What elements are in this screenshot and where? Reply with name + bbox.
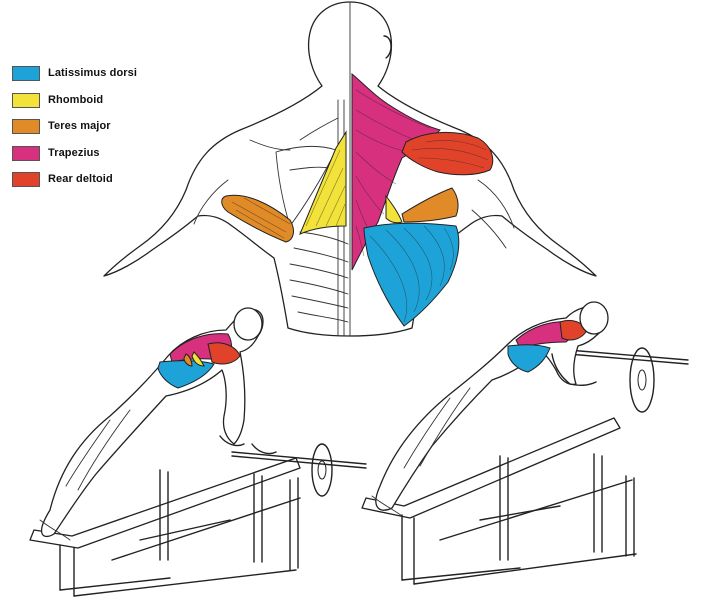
legend-swatch-trapezius (12, 146, 40, 161)
legend-label-latissimus: Latissimus dorsi (48, 67, 138, 79)
deltoid-fibers (411, 140, 489, 169)
latissimus-dorsi-muscle (363, 222, 460, 327)
latissimus-finish (507, 344, 551, 373)
teres-fibers-left (231, 197, 291, 239)
teres-start (183, 353, 193, 367)
deltoid-finish (559, 319, 587, 341)
left-arm-contour (193, 179, 229, 225)
teres-major-right (401, 187, 459, 223)
bench-right-frame (361, 417, 621, 519)
rhomboid-start (191, 351, 205, 367)
barbell-right (567, 349, 689, 361)
latissimus-fibers (369, 225, 454, 323)
head-start (233, 307, 263, 341)
rhomboid-right (385, 194, 403, 224)
rhomboid-fibers (305, 149, 346, 227)
deltoid-start (207, 342, 241, 365)
right-arm-contour (477, 179, 515, 229)
body-finish (375, 305, 606, 511)
teres-major-left (221, 194, 294, 243)
legend-swatch-rear-deltoid (12, 172, 40, 187)
legend-label-trapezius: Trapezius (48, 147, 100, 159)
legend-label-rear-deltoid: Rear deltoid (48, 173, 113, 185)
legend-swatch-latissimus (12, 66, 40, 81)
back-anatomy-figure (103, 1, 597, 337)
exercise-figure-finish (361, 301, 689, 585)
legend-swatch-rhomboid (12, 93, 40, 108)
ear-outline (383, 35, 392, 59)
barbell-left (231, 451, 367, 465)
legend-label-rhomboid: Rhomboid (48, 94, 104, 106)
exercise-figure-start (29, 307, 367, 597)
legend-label-teres-major: Teres major (48, 120, 111, 132)
legend-swatch-teres-major (12, 119, 40, 134)
head-finish (579, 301, 609, 335)
